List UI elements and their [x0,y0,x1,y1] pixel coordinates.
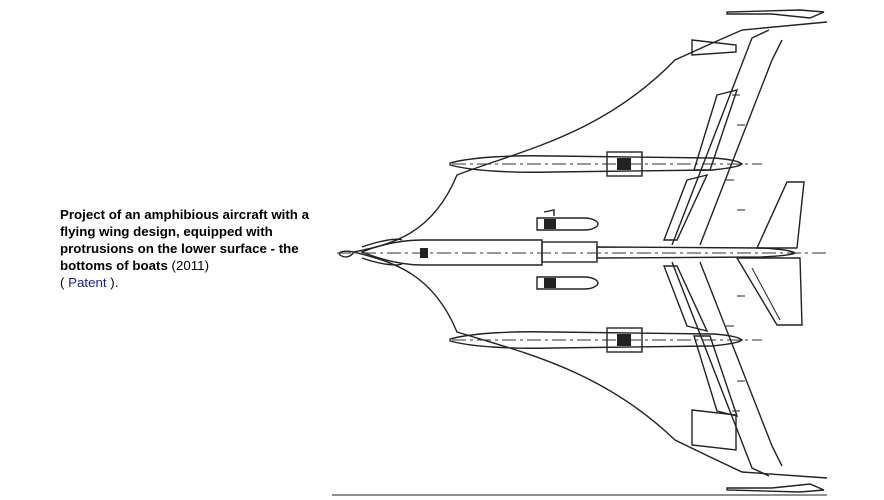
caption-link-open: ( [60,275,69,290]
upper-float-marker [617,158,631,170]
hinge-upper-1 [726,94,745,211]
caption-title: Project of an amphibious aircraft with a… [60,207,309,273]
fuselage-center-block [541,241,598,263]
lower-float-marker [617,334,631,346]
flap-lower-2 [693,335,739,417]
lower-pod [536,276,599,290]
figure-caption: Project of an amphibious aircraft with a… [60,206,335,291]
wing-tip-upper [726,9,825,19]
nose-inner [361,238,403,266]
tail-fin-lower [735,257,803,326]
lower-float-step [606,327,643,353]
flap-lower-1 [662,265,709,333]
upper-float [449,155,743,173]
flap-upper-2 [693,89,739,171]
wing-outline-upper [353,21,828,253]
main-wing-lower-lead [671,261,770,477]
caption-year: (2011) [171,258,209,273]
caption-link-close: ). [106,275,119,290]
main-wing-upper-trail [699,39,783,246]
wing-tip-float-lower [691,409,737,451]
tail-fin-lower-detail [751,267,781,321]
lower-pod-marker [544,278,556,288]
aircraft-drawing [332,9,828,496]
tail-fin-upper [755,181,805,249]
nose [338,250,355,258]
flap-upper-1 [662,173,709,241]
fuselage-marker [420,248,428,258]
lower-float [449,331,743,349]
upper-pod-fin [543,209,555,216]
upper-float-step [606,151,643,177]
main-wing-upper-lead [671,29,770,246]
upper-pod-marker [544,219,556,229]
patent-link[interactable]: Patent [68,275,107,290]
hinge-lower-1 [726,295,745,412]
wing-tip-lower [726,483,825,493]
upper-pod [536,217,599,231]
wing-outline-lower [353,251,828,479]
main-wing-lower-trail [699,261,783,467]
wing-tip-float-upper [691,39,737,56]
